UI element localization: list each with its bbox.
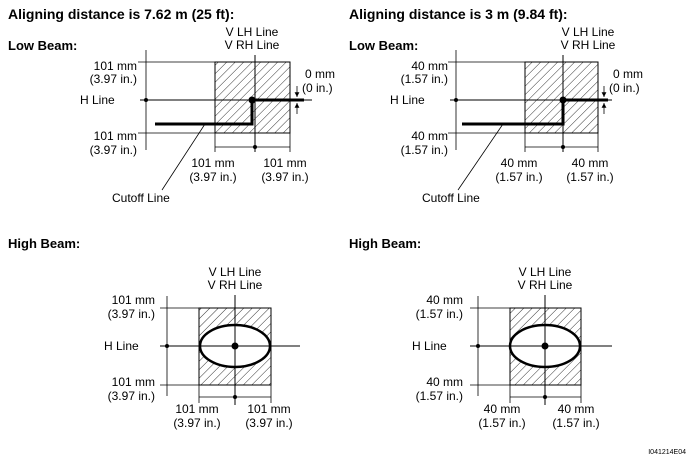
low-right-h-line-label: H Line	[390, 93, 425, 107]
low-left-zero-mm: 0 mm	[305, 67, 335, 81]
low-right-zero-in: (0 in.)	[609, 81, 640, 95]
high-left-bot-mm: 101 mm	[112, 375, 155, 389]
header-left: Aligning distance is 7.62 m (25 ft):	[8, 6, 234, 22]
high-right-center-dot	[541, 342, 549, 350]
low-right-cutoff-label: Cutoff Line	[422, 191, 480, 205]
high-left-center-dot	[231, 342, 239, 350]
high-beam-right-title: High Beam:	[349, 236, 421, 251]
high-left-h-line-label: H Line	[104, 339, 139, 353]
high-right-bl-in: (1.57 in.)	[478, 416, 525, 430]
low-left-cutoff-label: Cutoff Line	[112, 191, 170, 205]
high-right-v-rh-label: V RH Line	[518, 278, 573, 292]
low-left-v-rh-label: V RH Line	[225, 38, 280, 52]
low-right-bl-in: (1.57 in.)	[495, 170, 542, 184]
low-right-center-dot	[559, 96, 567, 104]
low-beam-left-diagram: Low Beam: V LH Line V RH Line H Line 101…	[8, 25, 335, 205]
high-right-top-in: (1.57 in.)	[416, 307, 463, 321]
high-left-v-lh-label: V LH Line	[209, 265, 262, 279]
low-left-bot-mm: 101 mm	[94, 129, 137, 143]
low-left-h-line-label: H Line	[80, 93, 115, 107]
high-left-bl-in: (3.97 in.)	[173, 416, 220, 430]
high-right-bot-in: (1.57 in.)	[416, 389, 463, 403]
low-left-br-in: (3.97 in.)	[261, 170, 308, 184]
low-left-center-dot	[248, 96, 256, 104]
high-left-br-in: (3.97 in.)	[245, 416, 292, 430]
high-right-top-mm: 40 mm	[426, 293, 463, 307]
low-right-bot-mm: 40 mm	[411, 129, 448, 143]
high-left-top-mm: 101 mm	[112, 293, 155, 307]
low-right-br-in: (1.57 in.)	[566, 170, 613, 184]
high-right-bl-mm: 40 mm	[484, 402, 521, 416]
high-right-v-lh-label: V LH Line	[519, 265, 572, 279]
high-left-bl-mm: 101 mm	[175, 402, 218, 416]
low-beam-right-title: Low Beam:	[349, 38, 418, 53]
low-right-cutoff-line	[462, 98, 608, 126]
high-left-top-in: (3.97 in.)	[108, 307, 155, 321]
high-beam-left-diagram: High Beam: V LH Line V RH Line H Line 10…	[8, 236, 300, 430]
high-right-br-in: (1.57 in.)	[552, 416, 599, 430]
figure-code: I041214E04	[648, 449, 686, 456]
low-left-bl-in: (3.97 in.)	[189, 170, 236, 184]
high-beam-right-diagram: High Beam: V LH Line V RH Line H Line 40…	[349, 236, 612, 430]
low-left-top-mm: 101 mm	[94, 59, 137, 73]
high-right-h-line-label: H Line	[412, 339, 447, 353]
header-right: Aligning distance is 3 m (9.84 ft):	[349, 6, 568, 22]
high-left-br-mm: 101 mm	[247, 402, 290, 416]
low-right-zero-mm: 0 mm	[613, 67, 643, 81]
low-left-v-lh-label: V LH Line	[226, 25, 279, 39]
high-left-bot-in: (3.97 in.)	[108, 389, 155, 403]
low-left-bot-in: (3.97 in.)	[90, 143, 137, 157]
low-left-br-mm: 101 mm	[263, 156, 306, 170]
low-right-v-rh-label: V RH Line	[561, 38, 616, 52]
high-beam-left-title: High Beam:	[8, 236, 80, 251]
low-left-bl-mm: 101 mm	[191, 156, 234, 170]
high-right-br-mm: 40 mm	[558, 402, 595, 416]
low-right-br-mm: 40 mm	[572, 156, 609, 170]
low-right-v-lh-label: V LH Line	[562, 25, 615, 39]
low-right-bot-in: (1.57 in.)	[401, 143, 448, 157]
low-right-top-mm: 40 mm	[411, 59, 448, 73]
high-right-bot-mm: 40 mm	[426, 375, 463, 389]
low-left-top-in: (3.97 in.)	[90, 72, 137, 86]
low-right-bl-mm: 40 mm	[501, 156, 538, 170]
low-beam-right-diagram: Low Beam: V LH Line V RH Line H Line 40 …	[349, 25, 643, 205]
low-left-zero-in: (0 in.)	[302, 81, 333, 95]
low-right-top-in: (1.57 in.)	[401, 72, 448, 86]
high-left-v-rh-label: V RH Line	[208, 278, 263, 292]
low-beam-left-title: Low Beam:	[8, 38, 77, 53]
low-left-cutoff-line	[155, 98, 304, 126]
